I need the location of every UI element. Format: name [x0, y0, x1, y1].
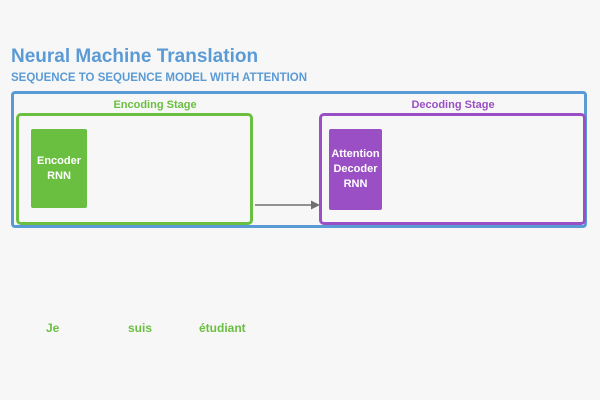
input-word-etudiant: étudiant: [199, 321, 246, 335]
decoder-rnn-label-line3: RNN: [343, 177, 368, 190]
arrow-head: [311, 200, 320, 210]
encoder-rnn-block: Encoder RNN: [31, 129, 87, 208]
encoder-rnn-label-line2: RNN: [47, 169, 71, 182]
decoder-rnn-label-line1: Attention: [331, 148, 380, 161]
input-word-je: Je: [46, 321, 60, 335]
attention-decoder-rnn-block: Attention Decoder RNN: [329, 129, 382, 210]
input-word-suis: suis: [128, 321, 153, 335]
decoding-stage-label: Decoding Stage: [411, 99, 495, 111]
encoding-stage-label: Encoding Stage: [113, 99, 197, 111]
diagram-subtitle: SEQUENCE TO SEQUENCE MODEL WITH ATTENTIO…: [11, 72, 308, 84]
decoder-rnn-label-line2: Decoder: [333, 163, 378, 176]
diagram-title: Neural Machine Translation: [11, 46, 259, 67]
encoder-to-decoder-arrow: [255, 200, 320, 210]
encoding-stage-box: [16, 113, 253, 225]
decoding-stage-box: [319, 113, 586, 225]
encoder-rnn-label-line1: Encoder: [36, 154, 81, 167]
